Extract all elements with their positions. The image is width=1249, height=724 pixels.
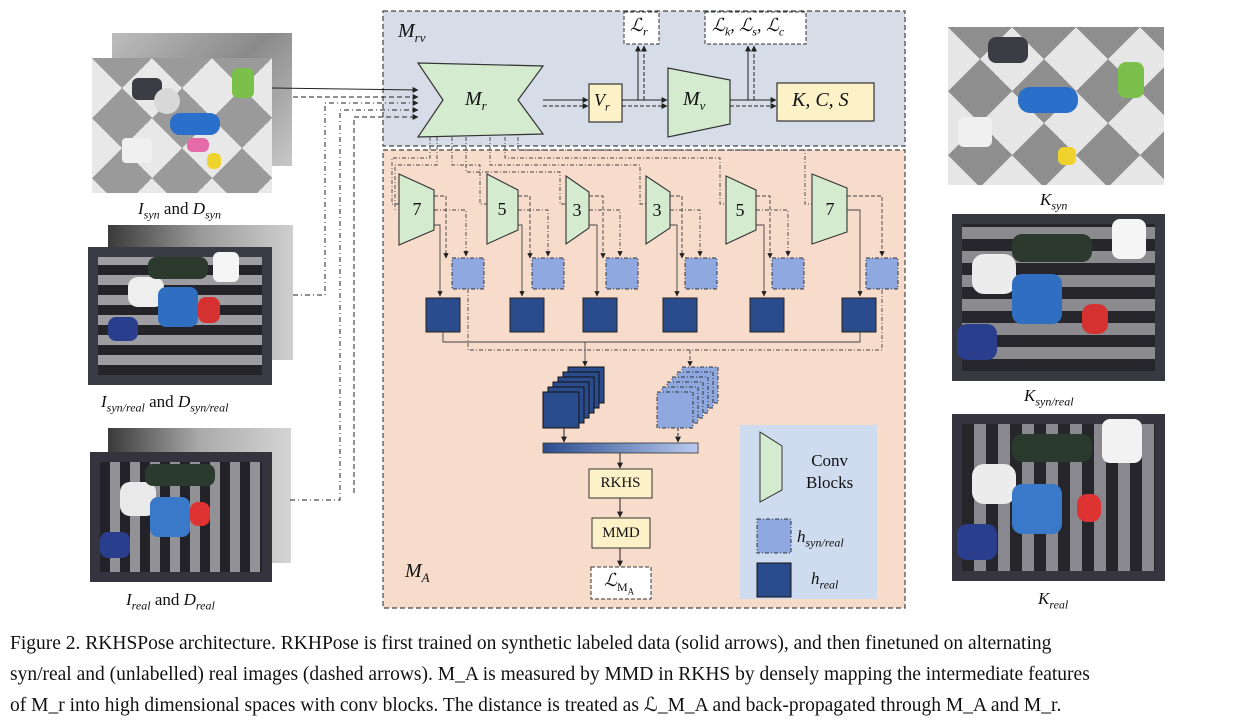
- real-rgb-image: [90, 452, 272, 582]
- loss-ma-box: [590, 566, 652, 600]
- syn-rgb-image: [92, 58, 272, 193]
- loss-kcs-box: [704, 11, 807, 45]
- mv-network-shape: [667, 67, 731, 138]
- k-synreal-label: Ksyn/real: [1024, 386, 1074, 409]
- mmd-box: [591, 517, 651, 549]
- mv-label: Mv: [683, 88, 706, 113]
- real-input-label: Ireal and Dreal: [126, 590, 215, 613]
- vr-box: [588, 83, 623, 123]
- conv-size-7a: 7: [412, 198, 422, 219]
- loss-r-label: ℒr: [630, 15, 648, 39]
- legend-h-synreal-icon: [756, 518, 792, 554]
- k-syn-image: [948, 27, 1164, 185]
- conv-blocks: [398, 173, 848, 246]
- conv-size-3a: 3: [572, 199, 582, 220]
- k-real-label: Kreal: [1038, 589, 1069, 612]
- mmd-label: MMD: [602, 524, 640, 541]
- k-real-image: [952, 414, 1165, 581]
- k-synreal-image: [952, 214, 1165, 381]
- architecture-diagram: [271, 10, 906, 609]
- figure-caption: Figure 2. RKHSPose architecture. RKHPose…: [10, 628, 1240, 721]
- conv-size-5a: 5: [497, 198, 507, 219]
- h-real-stack: [542, 366, 605, 429]
- loss-r-box: [623, 11, 660, 45]
- caption-line-2: syn/real and (unlabelled) real images (d…: [10, 664, 1090, 685]
- legend-h-real-icon: [756, 562, 792, 598]
- caption-line-3: of M_r into high dimensional spaces with…: [10, 695, 1062, 716]
- feature-fusion-bar: [542, 442, 699, 454]
- mr-label: Mr: [465, 88, 487, 113]
- h-synreal-boxes: [451, 257, 899, 290]
- vr-label: Vr: [594, 90, 610, 114]
- h-synreal-stack: [656, 366, 719, 429]
- conv-size-3b: 3: [652, 199, 662, 220]
- synreal-input-label: Isyn/real and Dsyn/real: [101, 392, 229, 415]
- ma-label: MA: [405, 560, 430, 585]
- rkhs-box: [588, 468, 653, 499]
- rkhs-label: RKHS: [600, 475, 641, 491]
- syn-input-label: Isyn and Dsyn: [138, 199, 221, 222]
- caption-line-1: Figure 2. RKHSPose architecture. RKHPose…: [10, 633, 1052, 654]
- kcs-box: [776, 82, 875, 122]
- mrv-label: Mrv: [398, 20, 426, 45]
- synreal-rgb-image: [88, 247, 272, 385]
- k-syn-label: Ksyn: [1040, 190, 1068, 213]
- conv-size-7b: 7: [825, 198, 835, 219]
- loss-kcs-label: ℒk, ℒs, ℒc: [712, 15, 785, 39]
- legend-h-synreal-text: hsyn/real: [797, 527, 844, 550]
- kcs-label: K, C, S: [792, 89, 849, 111]
- legend-conv-icon: [759, 431, 783, 503]
- mr-network-shape: [416, 62, 545, 138]
- conv-size-5b: 5: [735, 199, 745, 220]
- h-real-boxes: [425, 297, 877, 333]
- loss-ma-label: ℒMA: [604, 570, 635, 596]
- legend-h-real-text: hreal: [811, 569, 839, 592]
